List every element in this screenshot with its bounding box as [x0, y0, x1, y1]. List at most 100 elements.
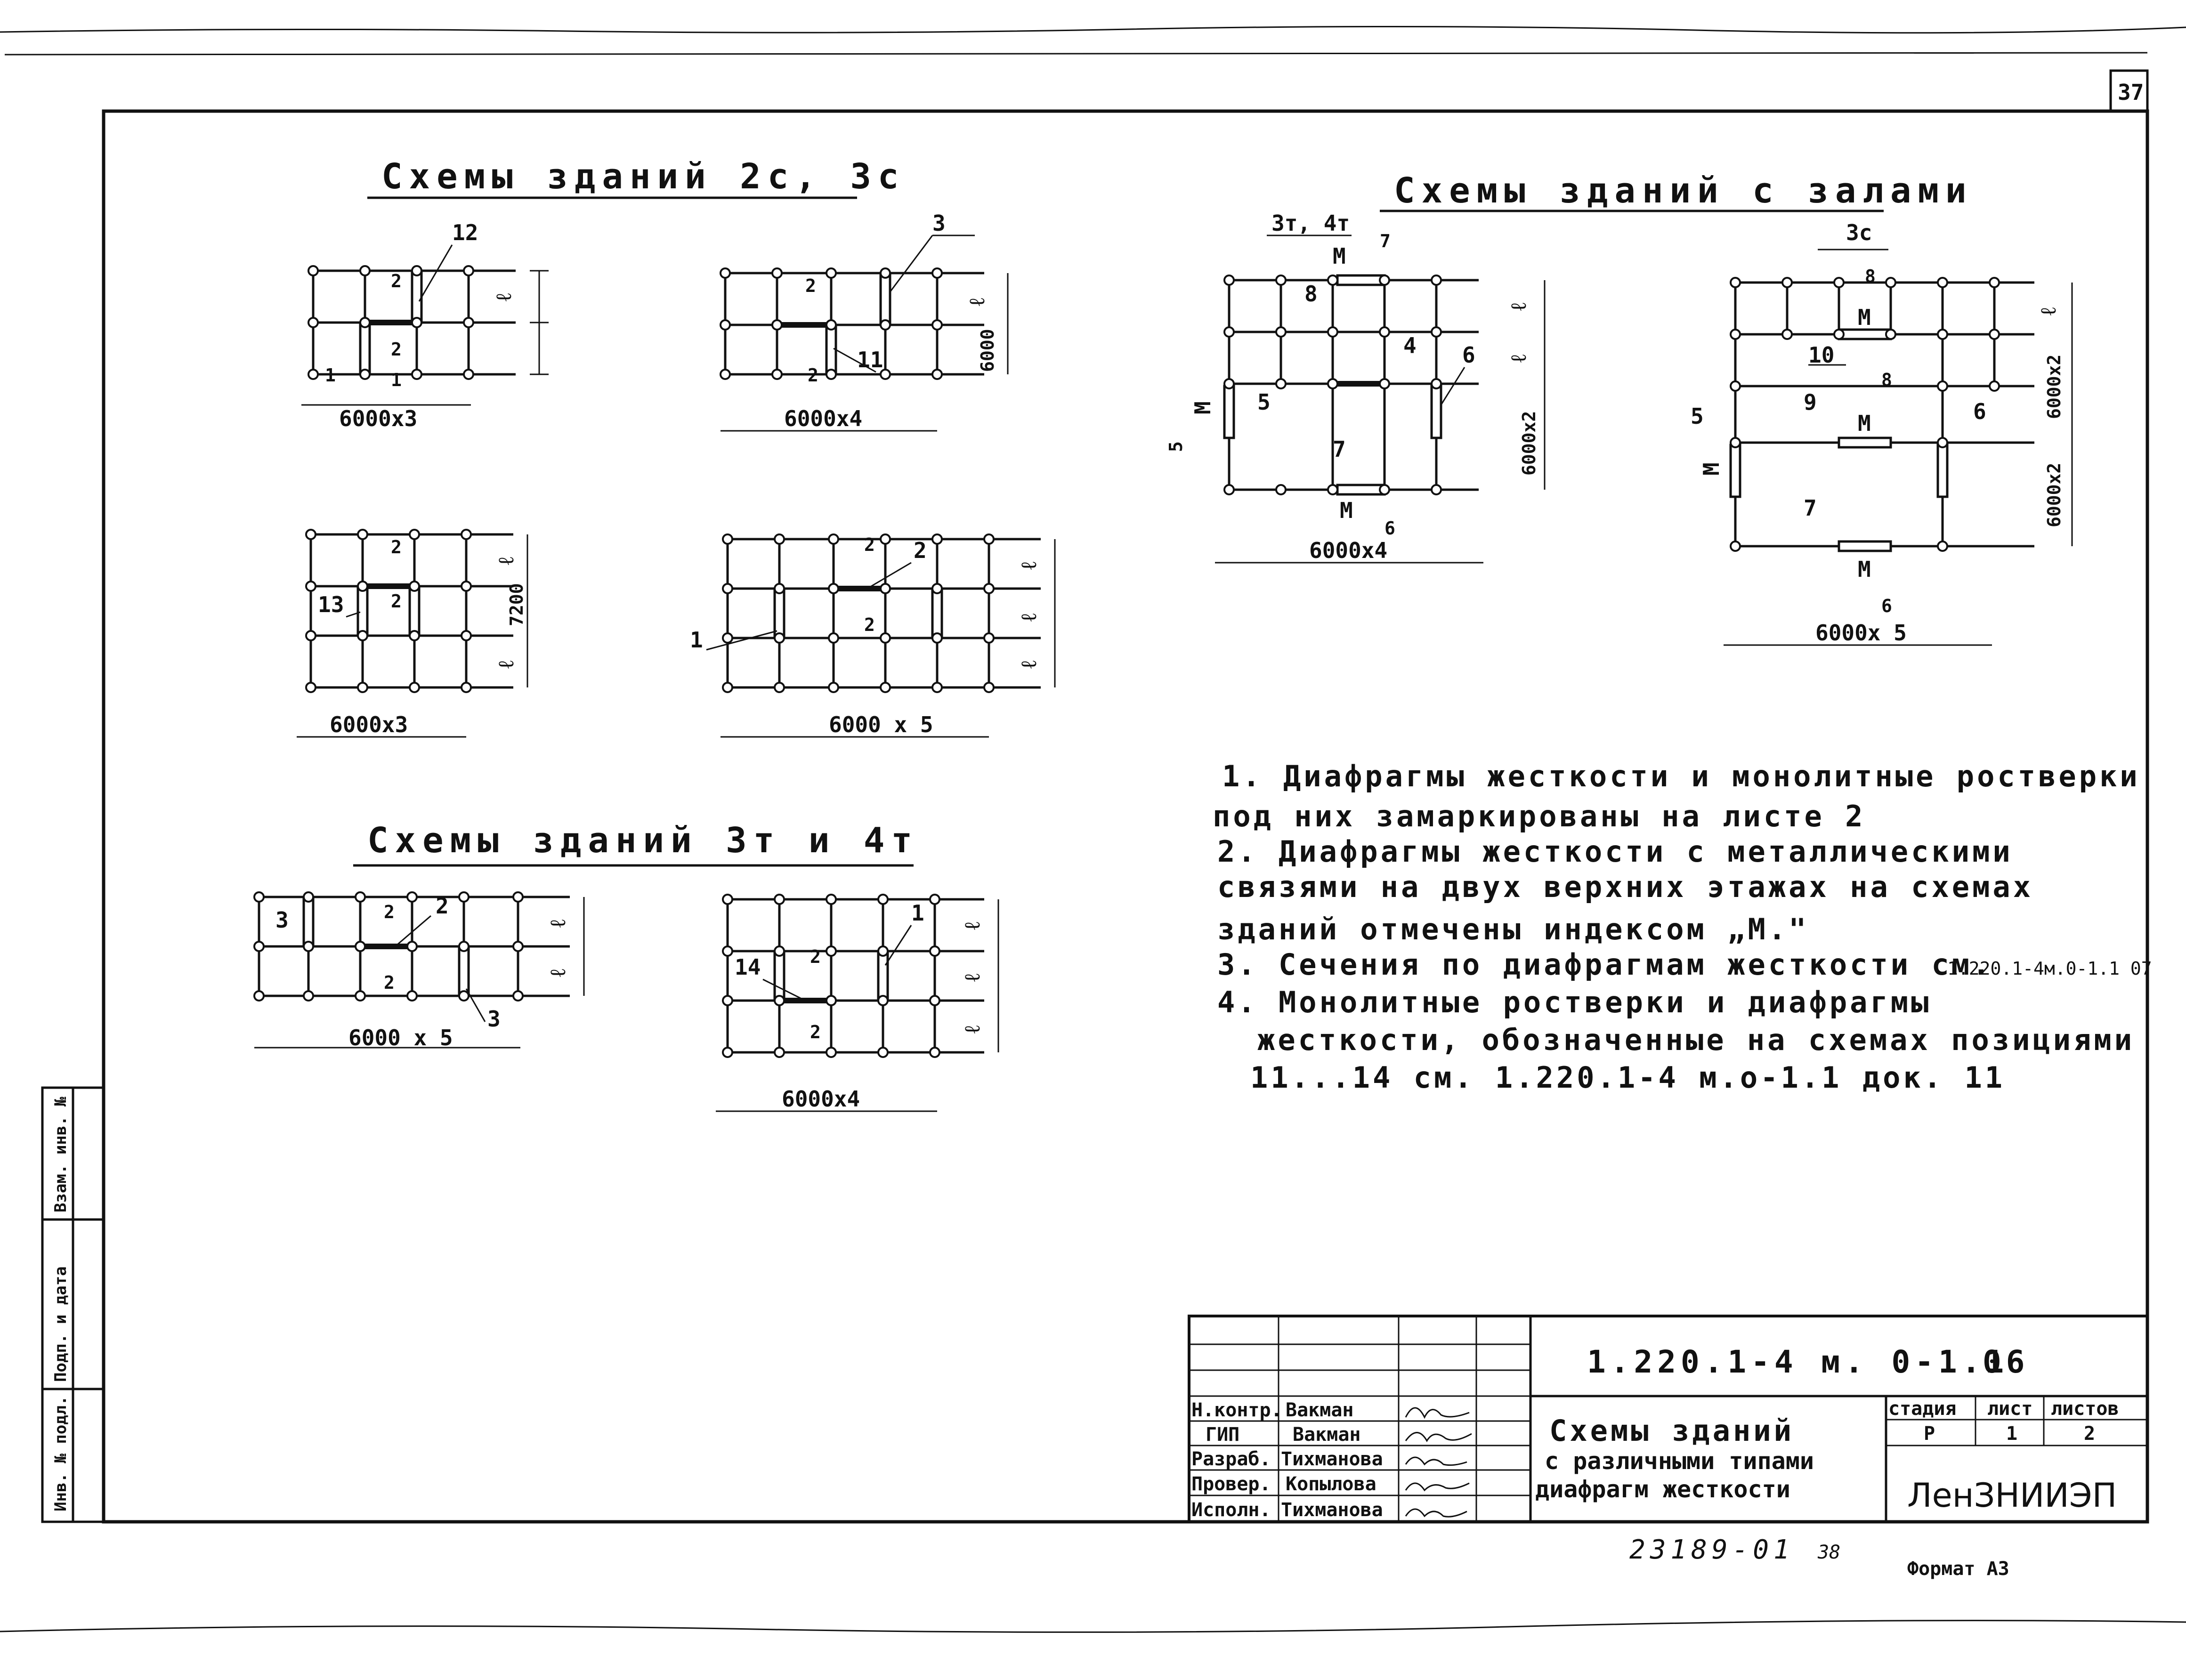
column-node	[774, 995, 785, 1006]
label-6a: 6	[1462, 342, 1475, 368]
column-node	[1989, 277, 2000, 288]
column-node	[355, 891, 366, 903]
dim-6000: 6000	[977, 329, 998, 372]
column-node	[308, 265, 319, 276]
column-node	[1885, 277, 1896, 288]
label-5b: 5	[1166, 441, 1186, 452]
notes: 1. Диафрагмы жесткости и монолитные рост…	[1213, 759, 2152, 1095]
column-node	[1327, 326, 1338, 338]
label-2d: 2	[808, 365, 818, 386]
sheet-header: лист	[1987, 1398, 2032, 1420]
label-12: 12	[452, 220, 478, 245]
plan-hall-3c: ℓ 6000х2 6000х2 6000х 5 8 М 10 8 9 М 5 6…	[1691, 266, 2073, 646]
frame: 37	[102, 69, 2149, 1524]
stamp-sign: Подп. и дата	[51, 1266, 70, 1382]
column-node	[722, 995, 733, 1006]
name-4: Тихманова	[1281, 1499, 1383, 1521]
sheets-header: листов	[2051, 1398, 2119, 1420]
column-node	[1937, 329, 1948, 340]
role-0: Н.контр.	[1191, 1399, 1282, 1421]
dim-l2: ℓ	[964, 298, 989, 306]
dim-6000x5-b: 6000 х 5	[348, 1025, 453, 1050]
column-node	[1781, 329, 1793, 340]
column-node	[305, 581, 316, 592]
column-node	[771, 267, 783, 279]
column-node	[512, 990, 524, 1002]
column-node	[512, 941, 524, 952]
column-node	[461, 630, 472, 641]
column-node	[1379, 378, 1390, 389]
column-node	[771, 319, 783, 331]
note-line-8: жесткости, обозначенные на схемах позици…	[1257, 1023, 2135, 1057]
column-node	[931, 583, 943, 594]
column-node	[406, 941, 418, 952]
column-node	[722, 632, 733, 644]
column-node	[774, 583, 785, 594]
label-1d: 1	[911, 900, 924, 926]
column-node	[463, 317, 474, 328]
column-node	[828, 682, 839, 693]
title-line-2: с различными типами	[1545, 1447, 1814, 1475]
dim-l12: ℓ	[959, 1026, 985, 1034]
dim-6000x4-b: 6000х4	[782, 1086, 860, 1112]
column-node	[359, 265, 371, 276]
column-node	[1223, 326, 1235, 338]
plan-2c-6000x3-b: ℓ 7200 ℓ 6000х3 13 2 2	[297, 530, 528, 738]
title-line-1: Схемы зданий	[1549, 1413, 1794, 1448]
column-node	[458, 891, 470, 903]
column-node	[305, 630, 316, 641]
label-8b: 8	[1865, 266, 1876, 287]
column-node	[253, 941, 265, 952]
column-node	[1431, 275, 1442, 286]
column-node	[880, 369, 891, 380]
dim-6000x2-hall2b: 6000х2	[2044, 463, 2065, 527]
column-node	[355, 990, 366, 1002]
plan-3t-6000x5: ℓ ℓ 6000 х 5 3 2 3 2 2	[254, 892, 585, 1050]
label-2f: 2	[391, 591, 402, 612]
page-number: 37	[2118, 80, 2144, 105]
dim-6000x3-b: 6000х3	[330, 712, 408, 737]
column-node	[303, 891, 314, 903]
column-node	[983, 682, 995, 693]
label-10: 10	[1808, 342, 1834, 368]
label-2a: 2	[391, 271, 402, 291]
title-3t-4t: Схемы зданий 3т и 4т	[367, 820, 919, 861]
top-edge	[0, 25, 2186, 56]
column-node	[931, 533, 943, 545]
name-1: Вакман	[1293, 1424, 1361, 1446]
column-node	[931, 319, 943, 331]
label-6c: 6	[1973, 399, 1986, 424]
title-halls: Схемы зданий с залами	[1394, 170, 1973, 211]
column-node	[826, 369, 837, 380]
dim-l7: ℓ	[1016, 661, 1041, 669]
column-node	[880, 267, 891, 279]
column-node	[1275, 378, 1287, 389]
label-2l: 2	[384, 972, 395, 993]
column-node	[880, 319, 891, 331]
column-node	[1275, 275, 1287, 286]
dim-l15: ℓ	[2035, 307, 2061, 315]
column-node	[877, 894, 889, 905]
column-node	[458, 990, 470, 1002]
column-node	[411, 265, 422, 276]
column-node	[722, 894, 733, 905]
label-2b: 2	[391, 339, 402, 360]
label-14: 14	[735, 954, 761, 980]
title-2c-3c: Схемы зданий 2с, 3с	[381, 156, 905, 197]
column-node	[512, 891, 524, 903]
label-2i: 2	[864, 614, 875, 635]
label-2n: 2	[810, 1022, 821, 1042]
column-node	[409, 682, 420, 693]
column-node	[929, 945, 940, 957]
plan-2c-6000x5-a: ℓ ℓ ℓ 6000 х 5 2 1 2 2	[690, 534, 1056, 738]
column-node	[1781, 277, 1793, 288]
dim-6000x2-hall2a: 6000х2	[2044, 355, 2065, 419]
dim-7200: 7200	[506, 583, 527, 626]
column-node	[877, 995, 889, 1006]
column-node	[931, 632, 943, 644]
column-node	[1379, 275, 1390, 286]
label-7a: 7	[1380, 231, 1391, 251]
label-5c: 5	[1691, 404, 1704, 429]
column-node	[826, 1047, 837, 1058]
